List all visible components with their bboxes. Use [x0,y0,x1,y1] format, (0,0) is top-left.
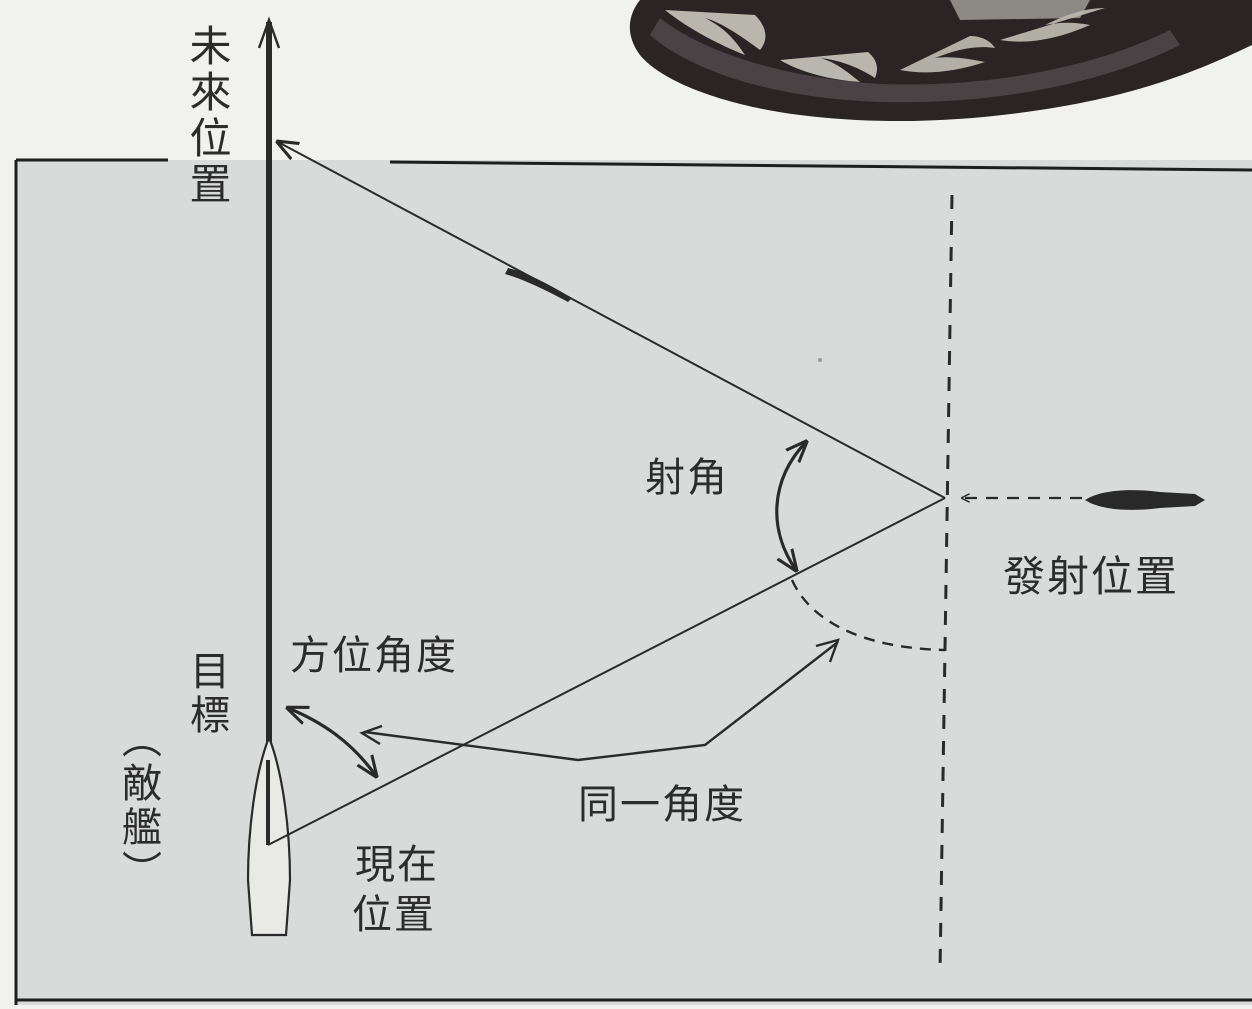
future-position-label: 未來位置 [183,24,232,208]
course-arrowhead [257,16,281,49]
bearing-angle-arc [288,708,376,776]
same-angle-arrowhead-left [359,724,383,746]
target-label: 目標 [183,650,229,738]
bearing-angle-label: 方位角度 [290,633,458,679]
torpedo-track [278,142,946,499]
paper-speck [818,358,822,362]
launch-position-label: 發射位置 [1003,552,1180,601]
current-position-label-line2: 位置 [352,892,436,938]
sight-line [267,497,946,846]
firing-angle-label: 射角 [645,455,729,501]
sea-panel [16,160,1252,1005]
same-angle-connector [364,641,839,762]
same-angle-label: 同一角度 [578,782,746,828]
torpedo-in-flight [505,268,572,302]
enemy-ship-label: （敵艦） [115,718,161,894]
officer-cap-image [629,0,1252,122]
panel-top-edge-right [389,160,1252,172]
own-submarine [1085,490,1205,510]
current-position-label-line1: 現在 [355,842,439,888]
same-angle-arrowhead-right [815,638,840,663]
firing-angle-arc [775,442,806,570]
